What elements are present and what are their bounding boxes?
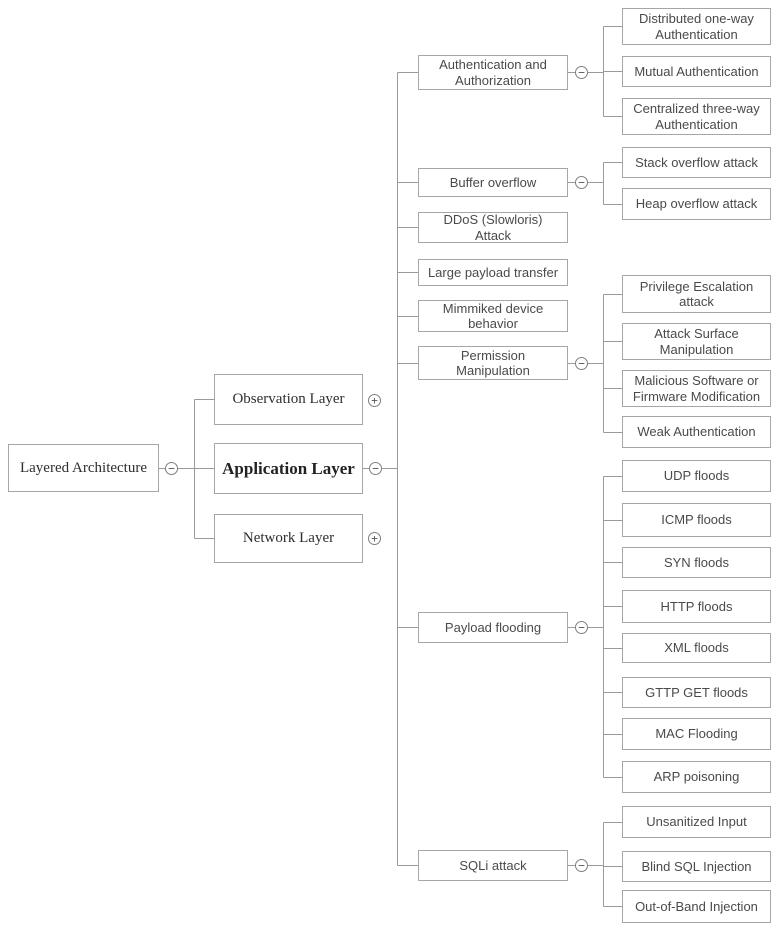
node-blind-sql-injection[interactable]: Blind SQL Injection bbox=[622, 851, 771, 882]
node-stack-overflow-attack[interactable]: Stack overflow attack bbox=[622, 147, 771, 178]
node-label: ICMP floods bbox=[661, 512, 732, 528]
minus-icon: − bbox=[578, 66, 585, 79]
node-label: Permission Manipulation bbox=[456, 347, 530, 378]
node-out-of-band-injection[interactable]: Out-of-Band Injection bbox=[622, 890, 771, 923]
node-udp-floods[interactable]: UDP floods bbox=[622, 460, 771, 492]
collapse-toggle-permission[interactable]: − bbox=[575, 357, 588, 370]
node-label: Centralized three-way Authentication bbox=[633, 101, 760, 132]
node-unsanitized-input[interactable]: Unsanitized Input bbox=[622, 806, 771, 838]
payload-children-edges bbox=[568, 476, 622, 778]
collapse-toggle-application[interactable]: − bbox=[369, 462, 382, 475]
node-label: Blind SQL Injection bbox=[641, 858, 752, 874]
node-gttp-get-floods[interactable]: GTTP GET floods bbox=[622, 677, 771, 708]
node-label: Large payload transfer bbox=[427, 264, 559, 280]
node-label: Payload flooding bbox=[444, 619, 542, 635]
application-branch-edges bbox=[363, 72, 418, 866]
node-buffer-overflow[interactable]: Buffer overflow bbox=[418, 168, 568, 197]
node-ddos-slowloris-attack[interactable]: DDoS (Slowloris) Attack bbox=[418, 212, 568, 243]
node-http-floods[interactable]: HTTP floods bbox=[622, 590, 771, 623]
node-label: SQLi attack bbox=[459, 857, 527, 873]
node-label: Authentication and Authorization bbox=[439, 57, 547, 88]
node-mutual-authentication[interactable]: Mutual Authentication bbox=[622, 56, 771, 87]
collapse-toggle-buffer[interactable]: − bbox=[575, 176, 588, 189]
node-label: Distributed one-way Authentication bbox=[639, 11, 754, 42]
node-label: Out-of-Band Injection bbox=[635, 898, 758, 914]
minus-icon: − bbox=[372, 462, 379, 475]
node-label: Unsanitized Input bbox=[646, 814, 747, 830]
node-label: HTTP floods bbox=[660, 598, 733, 614]
permission-children-edges bbox=[568, 294, 622, 433]
node-attack-surface-manipulation[interactable]: Attack Surface Manipulation bbox=[622, 323, 771, 360]
node-mac-flooding[interactable]: MAC Flooding bbox=[622, 718, 771, 750]
node-label: SYN floods bbox=[663, 554, 730, 570]
node-label: Application Layer bbox=[222, 458, 355, 478]
node-weak-authentication[interactable]: Weak Authentication bbox=[622, 416, 771, 448]
minus-icon: − bbox=[578, 357, 585, 370]
node-heap-overflow-attack[interactable]: Heap overflow attack bbox=[622, 188, 771, 220]
buffer-children-edges bbox=[568, 162, 622, 205]
node-icmp-floods[interactable]: ICMP floods bbox=[622, 503, 771, 537]
node-authentication-authorization[interactable]: Authentication and Authorization bbox=[418, 55, 568, 90]
node-xml-floods[interactable]: XML floods bbox=[622, 633, 771, 663]
plus-icon: + bbox=[371, 532, 378, 545]
root-edges bbox=[159, 399, 214, 539]
node-label: Weak Authentication bbox=[637, 424, 756, 440]
node-label: Observation Layer bbox=[232, 391, 345, 407]
node-distributed-one-way-authentication[interactable]: Distributed one-way Authentication bbox=[622, 8, 771, 45]
node-centralized-three-way-authentication[interactable]: Centralized three-way Authentication bbox=[622, 98, 771, 135]
collapse-toggle-sqli[interactable]: − bbox=[575, 859, 588, 872]
plus-icon: + bbox=[371, 394, 378, 407]
node-label: Mimmiked device behavior bbox=[442, 300, 544, 331]
minus-icon: − bbox=[578, 859, 585, 872]
node-network-layer[interactable]: Network Layer bbox=[214, 514, 363, 563]
node-label: Mutual Authentication bbox=[634, 63, 759, 79]
sqli-children-edges bbox=[568, 822, 622, 907]
node-syn-floods[interactable]: SYN floods bbox=[622, 547, 771, 578]
node-label: Network Layer bbox=[242, 530, 335, 546]
node-mimmiked-device-behavior[interactable]: Mimmiked device behavior bbox=[418, 300, 568, 332]
node-observation-layer[interactable]: Observation Layer bbox=[214, 374, 363, 425]
node-label: XML floods bbox=[664, 640, 729, 656]
collapse-toggle-authentication[interactable]: − bbox=[575, 66, 588, 79]
node-large-payload-transfer[interactable]: Large payload transfer bbox=[418, 259, 568, 286]
node-label: DDoS (Slowloris) Attack bbox=[443, 212, 543, 243]
node-label: UDP floods bbox=[663, 468, 730, 484]
node-layered-architecture[interactable]: Layered Architecture bbox=[8, 444, 159, 492]
node-label: Attack Surface Manipulation bbox=[654, 326, 739, 357]
expand-toggle-observation[interactable]: + bbox=[368, 394, 381, 407]
minus-icon: − bbox=[578, 176, 585, 189]
collapse-toggle-root[interactable]: − bbox=[165, 462, 178, 475]
node-label: MAC Flooding bbox=[655, 726, 738, 742]
node-label: Malicious Software or Firmware Modificat… bbox=[632, 373, 761, 404]
authentication-children-edges bbox=[568, 26, 622, 117]
node-label: ARP poisoning bbox=[653, 769, 740, 785]
node-application-layer[interactable]: Application Layer bbox=[214, 443, 363, 494]
node-label: GTTP GET floods bbox=[645, 684, 748, 700]
node-label: Layered Architecture bbox=[19, 459, 147, 476]
collapse-toggle-payload[interactable]: − bbox=[575, 621, 588, 634]
expand-toggle-network[interactable]: + bbox=[368, 532, 381, 545]
node-malicious-software-firmware-modification[interactable]: Malicious Software or Firmware Modificat… bbox=[622, 370, 771, 407]
minus-icon: − bbox=[168, 462, 175, 475]
node-label: Heap overflow attack bbox=[635, 196, 758, 212]
node-arp-poisoning[interactable]: ARP poisoning bbox=[622, 761, 771, 793]
minus-icon: − bbox=[578, 621, 585, 634]
node-label: Stack overflow attack bbox=[635, 154, 758, 170]
node-label: Buffer overflow bbox=[449, 174, 537, 190]
node-sqli-attack[interactable]: SQLi attack bbox=[418, 850, 568, 881]
node-permission-manipulation[interactable]: Permission Manipulation bbox=[418, 346, 568, 380]
node-privilege-escalation-attack[interactable]: Privilege Escalation attack bbox=[622, 275, 771, 313]
node-label: Privilege Escalation attack bbox=[639, 278, 754, 309]
node-payload-flooding[interactable]: Payload flooding bbox=[418, 612, 568, 643]
